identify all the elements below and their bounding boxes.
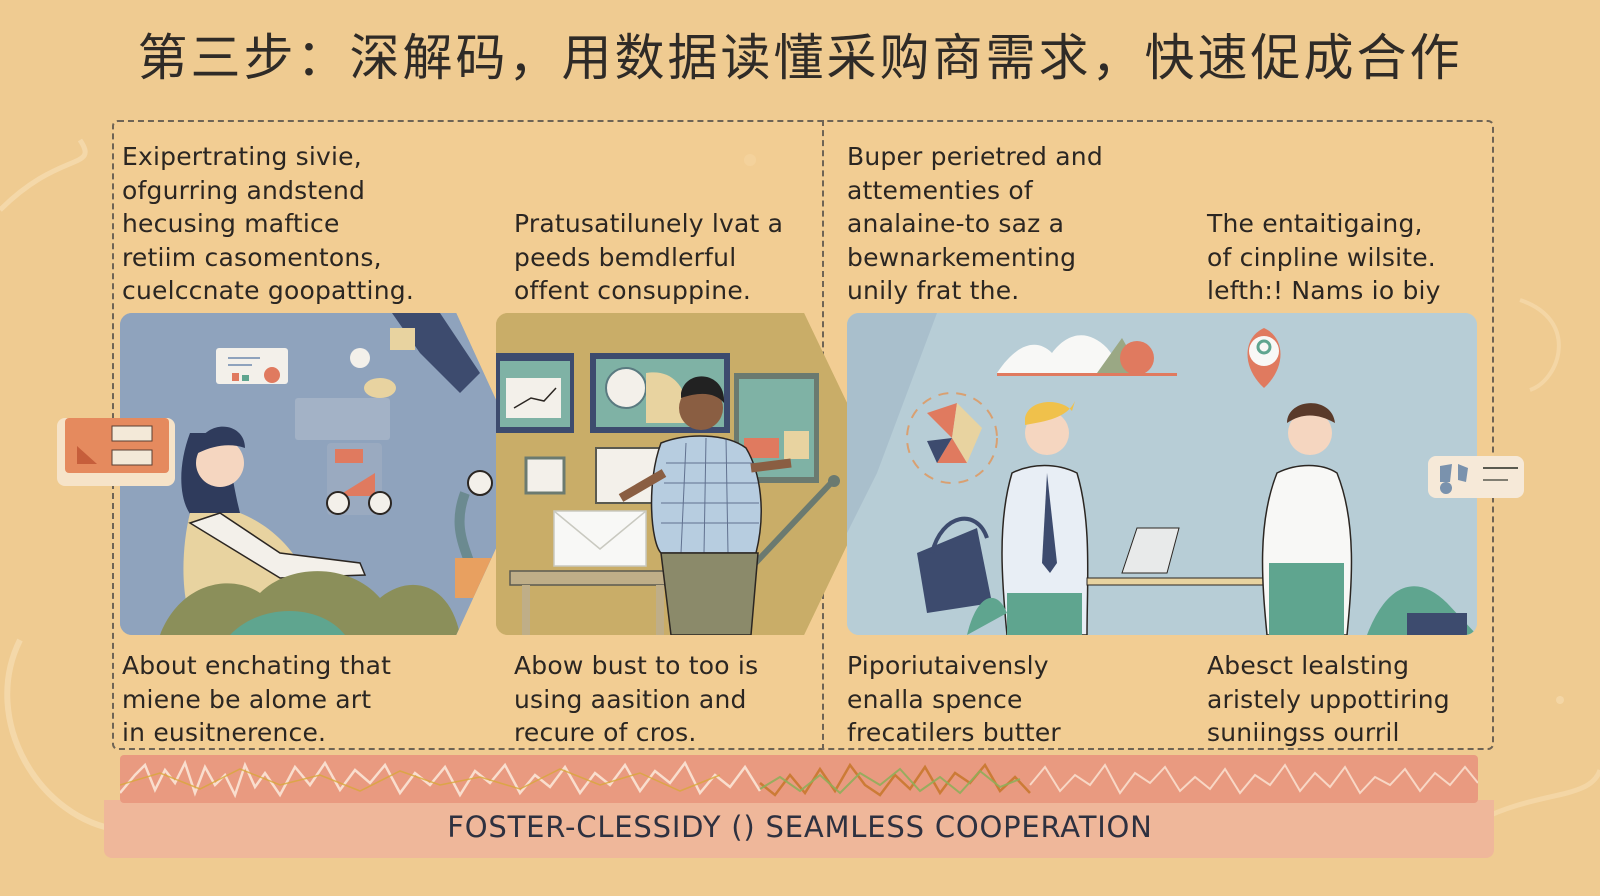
column-4-bottom-text: Abesct lealsting aristely uppottiring su… <box>1207 651 1450 747</box>
column-3-bottom-text: Piporiutaivensly enalla spence frecatile… <box>847 651 1061 747</box>
scene-woman-presenting <box>120 313 530 635</box>
scene-man-viewing-monitors <box>496 313 881 635</box>
pie-chart-icon <box>906 392 998 484</box>
column-3-top-text: Buper perietred and attementies of anala… <box>847 142 1103 305</box>
clock-icon <box>326 470 493 515</box>
column-4-top-text: The entaitigaing, of cinpline wilsite. l… <box>1207 209 1441 305</box>
chart-card-icon <box>216 348 288 384</box>
column-1-bottom-text: About enchating that miene be alome art … <box>122 651 392 747</box>
column-2-top-text: Pratusatilunely lvat a peeds bemdlerful … <box>514 209 784 305</box>
column-1-top-text: Exipertrating sivie, ofgurring andstend … <box>122 142 414 305</box>
location-pin-icon <box>1247 328 1281 388</box>
document-card-icon <box>57 418 175 486</box>
footer-band <box>104 800 1494 858</box>
stats-card-icon <box>1428 456 1524 498</box>
scene-two-businessmen <box>847 313 1477 635</box>
waveform-decoration <box>120 755 1478 803</box>
envelope-icon <box>553 510 647 567</box>
mountain-chart-icon <box>997 335 1177 376</box>
footer-label: FOSTER-CLESSIDY () SEAMLESS COOPERATION <box>447 810 1153 844</box>
page-title: 第三步：深解码，用数据读懂采购商需求，快速促成合作 <box>137 29 1463 87</box>
column-2-bottom-text: Abow bust to too is using aasition and r… <box>514 651 759 747</box>
